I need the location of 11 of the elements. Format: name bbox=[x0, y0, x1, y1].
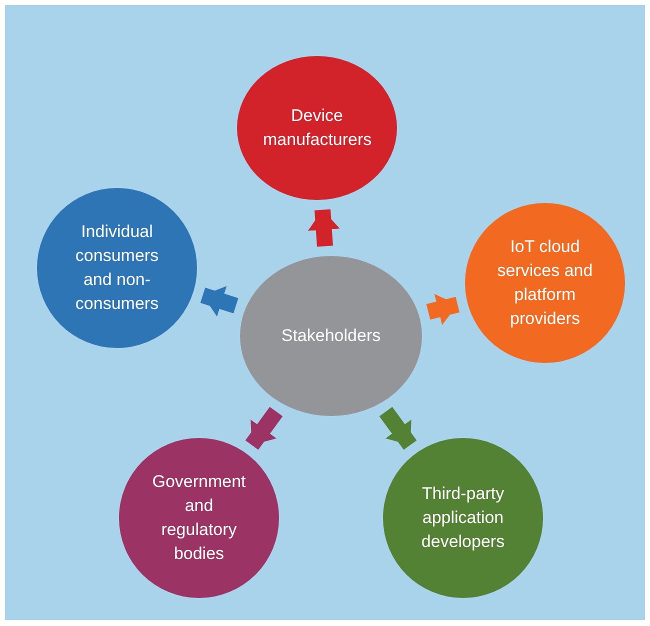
block-arrow bbox=[308, 209, 340, 247]
block-arrow bbox=[200, 286, 238, 317]
node-label: IoT cloud services and platform providers bbox=[496, 236, 594, 330]
block-arrow bbox=[245, 406, 283, 450]
node-label: Device manufacturers bbox=[263, 105, 371, 151]
node-label: Individual consumers and non-consumers bbox=[74, 221, 160, 315]
node-label: Third-party application developers bbox=[420, 483, 506, 553]
node-label: Government and regulatory bodies bbox=[151, 471, 247, 565]
node-label: Stakeholders bbox=[280, 325, 382, 347]
block-arrow bbox=[379, 406, 417, 450]
block-arrow bbox=[426, 294, 460, 325]
